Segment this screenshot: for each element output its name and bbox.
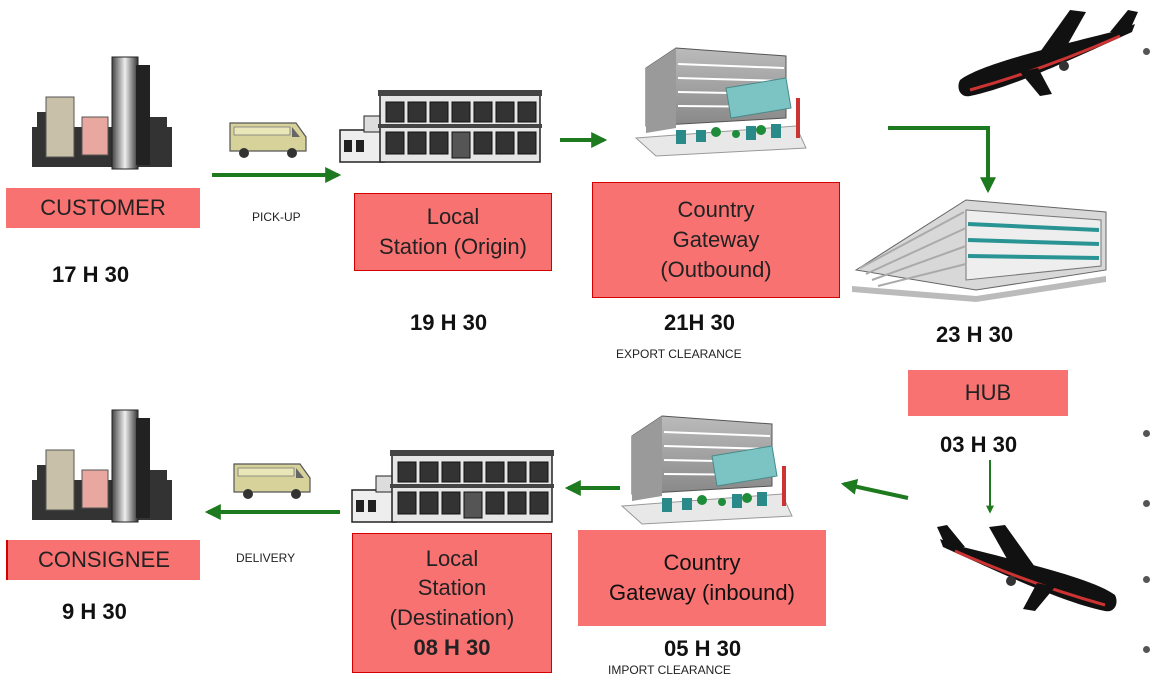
gateway-building-icon [621,415,793,525]
outbound-line3: (Outbound) [660,256,772,282]
hub-label: HUB [964,380,1012,406]
destination-line2: Station [417,575,487,601]
van-icon [233,463,311,500]
outbound-line1: Country [677,197,755,223]
bullet-marker [1143,646,1150,653]
consignee-time: 9 H 30 [62,599,127,624]
customer-box: CUSTOMER [6,188,200,228]
inbound-line2: Gateway (inbound) [609,580,795,605]
bullet-marker [1143,430,1150,437]
hub-time-out: 03 H 30 [940,432,1018,457]
gateway-building-icon [635,47,807,157]
hub-box: HUB [908,370,1068,416]
origin-line2: Station (Origin) [379,234,527,259]
bullet-marker [1143,576,1150,583]
inbound-line1: Country [663,550,741,576]
hub-building-icon [850,198,1108,304]
export-clearance-label: EXPORT CLEARANCE [616,347,742,361]
inbound-time: 05 H 30 [664,636,742,661]
van-icon [229,122,307,159]
station-building-icon [351,449,555,523]
bullet-marker [1143,500,1150,507]
city-skyline-icon [31,409,173,523]
consignee-box: CONSIGNEE [6,540,200,580]
station-building-icon [339,89,543,163]
arrow-to-hub [888,126,996,194]
destination-time: 08 H 30 [413,634,491,660]
destination-station-box: Local Station (Destination) 08 H 30 [352,533,552,673]
customer-label: CUSTOMER [40,195,166,221]
airplane-icon [935,523,1119,613]
destination-line3: (Destination) [389,605,515,630]
origin-line1: Local [426,204,480,230]
hub-time-in: 23 H 30 [936,322,1014,347]
pickup-label: PICK-UP [252,210,301,224]
outbound-gateway-box: Country Gateway (Outbound) [592,182,840,298]
bullet-marker [1143,48,1150,55]
customer-time: 17 H 30 [52,262,130,287]
inbound-gateway-box: Country Gateway (inbound) [578,530,826,626]
delivery-label: DELIVERY [236,551,296,565]
import-clearance-label: IMPORT CLEARANCE [608,663,731,677]
consignee-label: CONSIGNEE [37,547,171,573]
origin-time: 19 H 30 [410,310,488,335]
airplane-icon [956,8,1140,98]
destination-line1: Local [425,545,479,571]
city-skyline-icon [31,56,173,170]
outbound-line2: Gateway [672,227,760,253]
arrow-to-inbound [840,478,909,500]
origin-station-box: Local Station (Origin) [354,193,552,271]
outbound-time: 21H 30 [664,310,735,335]
